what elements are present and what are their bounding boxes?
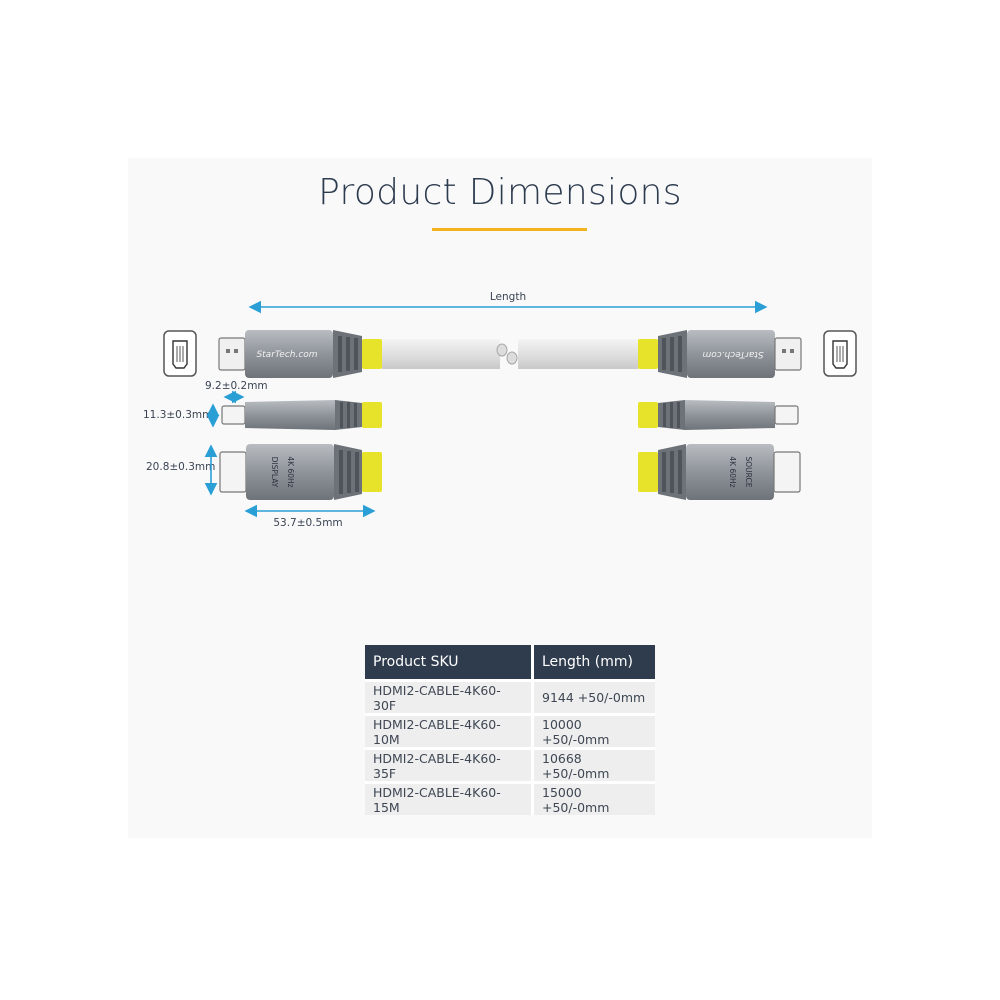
width-label: 20.8±0.3mm bbox=[146, 461, 215, 473]
housing-length-label: 53.7±0.5mm bbox=[273, 517, 342, 529]
tip-length-label: 9.2±0.2mm bbox=[205, 380, 268, 392]
length-label: Length bbox=[490, 291, 526, 303]
title-underline bbox=[432, 228, 587, 231]
sku-table: Product SKU Length (mm) HDMI2-CABLE-4K60… bbox=[365, 645, 655, 815]
length-cell: 10000 +50/-0mm bbox=[534, 713, 655, 747]
column-header-length: Length (mm) bbox=[534, 645, 655, 679]
sku-cell: HDMI2-CABLE-4K60-10M bbox=[365, 713, 534, 747]
connector-wide-view-left: DISPLAY 4K 60Hz bbox=[219, 444, 382, 500]
length-cell: 9144 +50/-0mm bbox=[534, 679, 655, 713]
sku-cell: HDMI2-CABLE-4K60-30F bbox=[365, 679, 534, 713]
hdmi-port-icon bbox=[163, 330, 197, 377]
source-label: SOURCE bbox=[744, 457, 753, 488]
length-cell: 10668 +50/-0mm bbox=[534, 747, 655, 781]
brand-text-right: StarTech.com bbox=[702, 349, 763, 359]
connector-side-view-right bbox=[638, 400, 799, 430]
hdmi-port-icon bbox=[823, 330, 857, 377]
column-header-sku: Product SKU bbox=[365, 645, 534, 679]
length-cell: 15000 +50/-0mm bbox=[534, 781, 655, 815]
res-label-right: 4K 60Hz bbox=[728, 456, 737, 487]
table-row: HDMI2-CABLE-4K60-15M 15000 +50/-0mm bbox=[365, 781, 655, 815]
sku-cell: HDMI2-CABLE-4K60-35F bbox=[365, 747, 534, 781]
thickness-label: 11.3±0.3mm bbox=[143, 409, 212, 421]
connector-side-view-left bbox=[221, 400, 382, 430]
res-label-left: 4K 60Hz bbox=[286, 456, 295, 487]
table-row: HDMI2-CABLE-4K60-30F 9144 +50/-0mm bbox=[365, 679, 655, 713]
table-row: HDMI2-CABLE-4K60-35F 10668 +50/-0mm bbox=[365, 747, 655, 781]
display-label: DISPLAY bbox=[270, 457, 279, 488]
sku-cell: HDMI2-CABLE-4K60-15M bbox=[365, 781, 534, 815]
page-title: Product Dimensions bbox=[318, 172, 682, 213]
cable-top-view: StarTech.com StarTech.com bbox=[218, 330, 802, 378]
table-row: HDMI2-CABLE-4K60-10M 10000 +50/-0mm bbox=[365, 713, 655, 747]
brand-text: StarTech.com bbox=[256, 350, 317, 360]
table-header-row: Product SKU Length (mm) bbox=[365, 645, 655, 679]
connector-wide-view-right: 4K 60Hz SOURCE bbox=[638, 444, 801, 500]
